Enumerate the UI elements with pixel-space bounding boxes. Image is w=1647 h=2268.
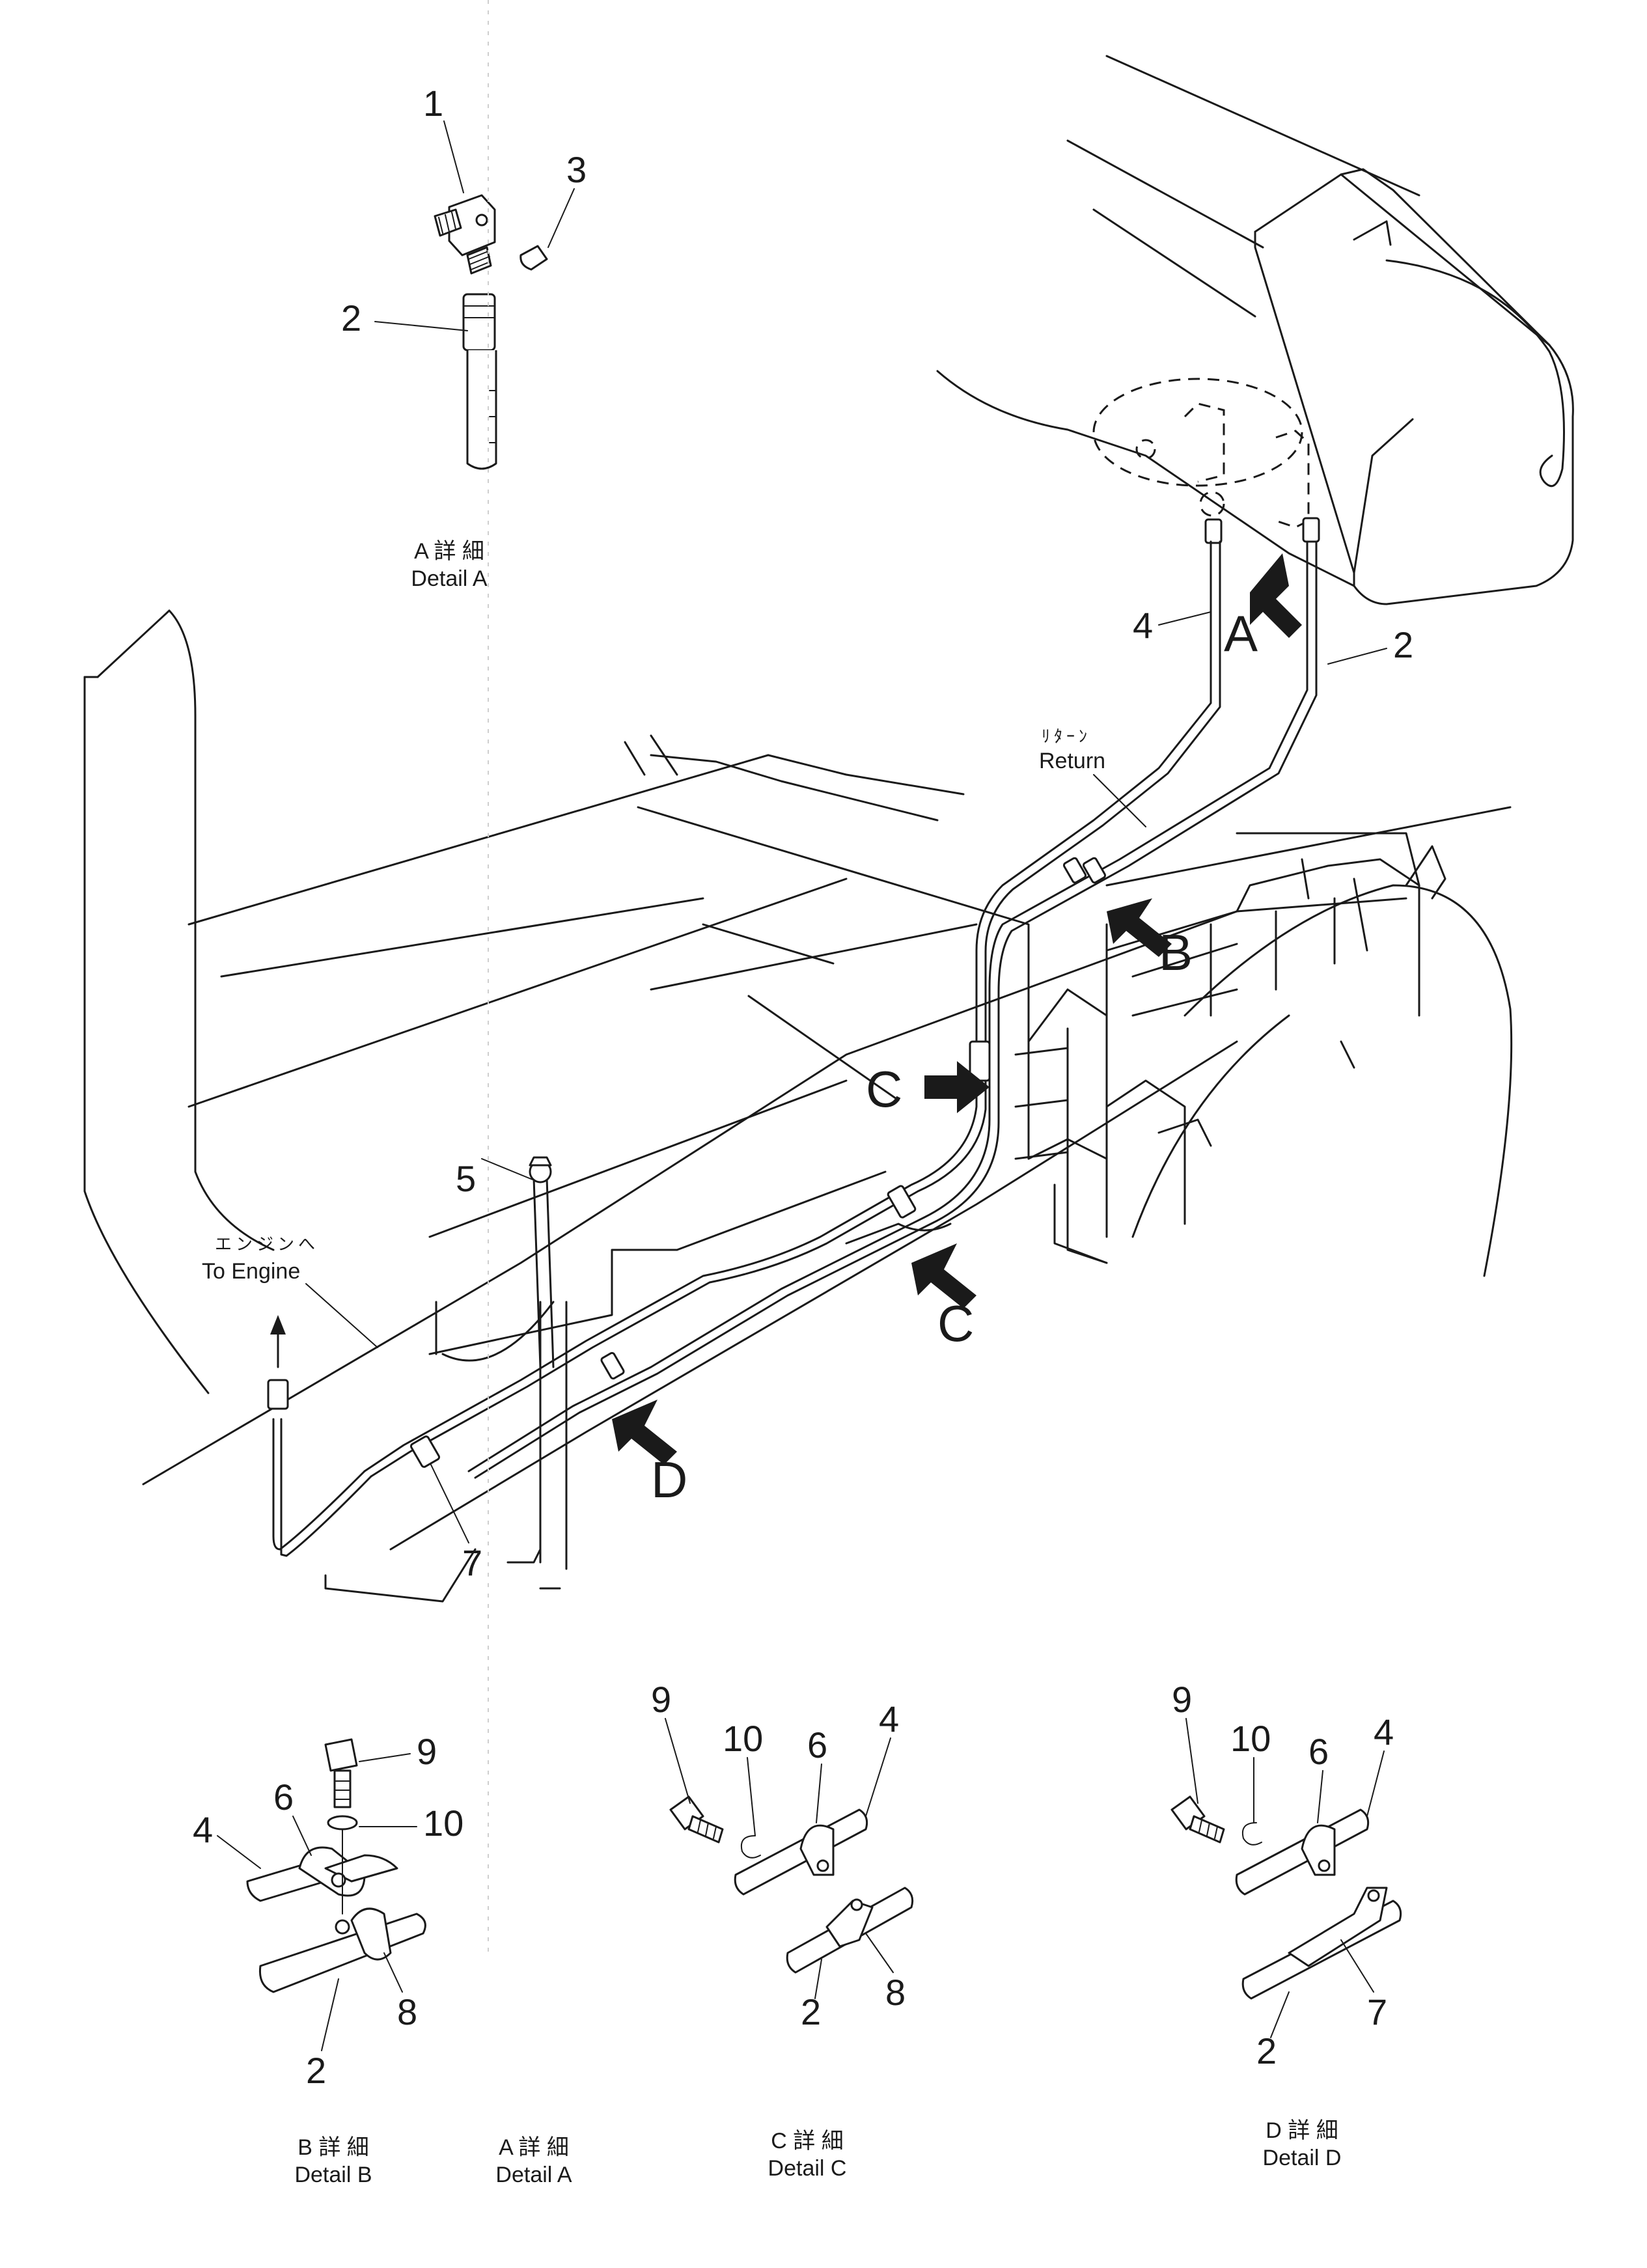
detail-a-bottom-caption-en: Detail A: [495, 2163, 572, 2187]
return-label-en: Return: [1039, 749, 1105, 773]
callout-1: 1: [423, 83, 443, 124]
detail-c: 9 10 6 4 2 8 C 詳 細 Detail C: [651, 1679, 914, 2181]
pipe-part-2: [467, 540, 1318, 1479]
callout-7-main: 7: [462, 1542, 482, 1583]
engine-label-en: To Engine: [202, 1259, 300, 1284]
d-callout-6: 6: [1308, 1731, 1329, 1772]
callout-5-main: 5: [456, 1158, 476, 1199]
chassis-frame: [83, 609, 1407, 1603]
rear-body: [1014, 832, 1513, 1277]
b-callout-2: 2: [306, 2050, 326, 2091]
clamp-part-7-d: [1288, 1887, 1388, 1967]
c-callout-2: 2: [801, 1991, 821, 2032]
detail-a-caption-en: Detail A: [411, 566, 487, 591]
b-callout-6: 6: [273, 1777, 294, 1818]
detail-c-caption-en: Detail C: [768, 2156, 847, 2181]
arrow-c2-icon: [911, 1243, 976, 1308]
leader-return: [1093, 774, 1146, 827]
main-assembly: A B C C D ﾘﾀｰﾝ Return エンジンへ To Engine 4 …: [83, 55, 1574, 1603]
detail-d-caption-en: Detail D: [1263, 2146, 1342, 2170]
leader-engine: [305, 1283, 378, 1348]
arrow-c1-icon: [924, 1061, 990, 1113]
d-callout-2: 2: [1256, 2030, 1277, 2071]
callout-4-main: 4: [1133, 605, 1153, 646]
d-callout-4: 4: [1374, 1711, 1394, 1752]
return-label-jp: ﾘﾀｰﾝ: [1042, 726, 1091, 746]
callout-2: 2: [341, 297, 361, 339]
d-callout-7: 7: [1367, 1991, 1387, 2032]
arrow-label-c2: C: [937, 1295, 974, 1352]
arrow-label-d: D: [651, 1451, 687, 1508]
detail-d: 9 10 6 4 2 7 D 詳 細 Detail D: [1170, 1679, 1402, 2170]
arrow-a-icon: [1250, 553, 1302, 638]
detail-a-caption-jp: A 詳 細: [414, 539, 484, 564]
leader-part-1: [443, 120, 464, 193]
rear-wheel: [1183, 884, 1513, 1277]
detail-a-bottom: A 詳 細 Detail A: [495, 2135, 572, 2187]
detail-c-caption-jp: C 詳 細: [771, 2129, 843, 2153]
arrow-b-icon: [1107, 898, 1172, 957]
c-callout-9: 9: [651, 1679, 671, 1720]
pipe-to-engine: [267, 1315, 372, 1557]
hydraulic-tank: [936, 55, 1574, 887]
washer-part-10: [327, 1815, 358, 1831]
callout-2-main: 2: [1393, 624, 1413, 665]
callout-3: 3: [566, 149, 587, 190]
bolt-part-9: [324, 1738, 358, 1772]
c-callout-6: 6: [807, 1724, 827, 1765]
pipe-part-4-c: [734, 1808, 868, 1896]
pipe-return-part-4: [363, 540, 1221, 1478]
hose-part-2: [462, 293, 497, 470]
d-callout-9: 9: [1172, 1679, 1192, 1720]
b-callout-8: 8: [397, 1991, 417, 2032]
detail-a-bottom-caption-jp: A 詳 細: [499, 2135, 569, 2160]
dipstick-part-5: [529, 1156, 555, 1368]
clamp-part-8-b: [350, 1907, 392, 1961]
clamp-blocks: [409, 857, 1107, 1468]
detail-d-caption-jp: D 詳 細: [1266, 2118, 1338, 2143]
c-callout-8: 8: [885, 1972, 906, 2013]
arrow-label-a: A: [1224, 605, 1258, 662]
elbow-fitting-part-1: [434, 194, 496, 275]
b-callout-9: 9: [417, 1731, 437, 1772]
c-callout-4: 4: [879, 1698, 899, 1739]
detail-b: 9 6 10 4 8 2 B 詳 細 Detail B: [193, 1731, 464, 2187]
detail-b-caption-jp: B 詳 細: [298, 2135, 369, 2160]
b-callout-10: 10: [423, 1803, 464, 1844]
detail-a-top: 1 3 2 A 詳 細 Detail A: [341, 83, 587, 591]
b-callout-4: 4: [193, 1809, 213, 1850]
plug-part-3: [519, 245, 548, 271]
tank-port-hidden: [1092, 378, 1303, 487]
detail-b-caption-en: Detail B: [294, 2163, 372, 2187]
leader-part-3: [547, 188, 575, 248]
d-callout-10: 10: [1230, 1718, 1271, 1759]
arrow-label-b: B: [1159, 924, 1193, 981]
leader-part-2: [374, 321, 468, 331]
clamp-part-8-c: [825, 1900, 874, 1948]
arrow-label-c1: C: [866, 1060, 902, 1118]
washer-part-10-c: [741, 1835, 761, 1859]
arrow-d-icon: [612, 1400, 677, 1465]
c-callout-10: 10: [723, 1718, 763, 1759]
washer-part-10-d: [1242, 1822, 1262, 1846]
engine-label-jp: エンジンへ: [215, 1234, 319, 1254]
